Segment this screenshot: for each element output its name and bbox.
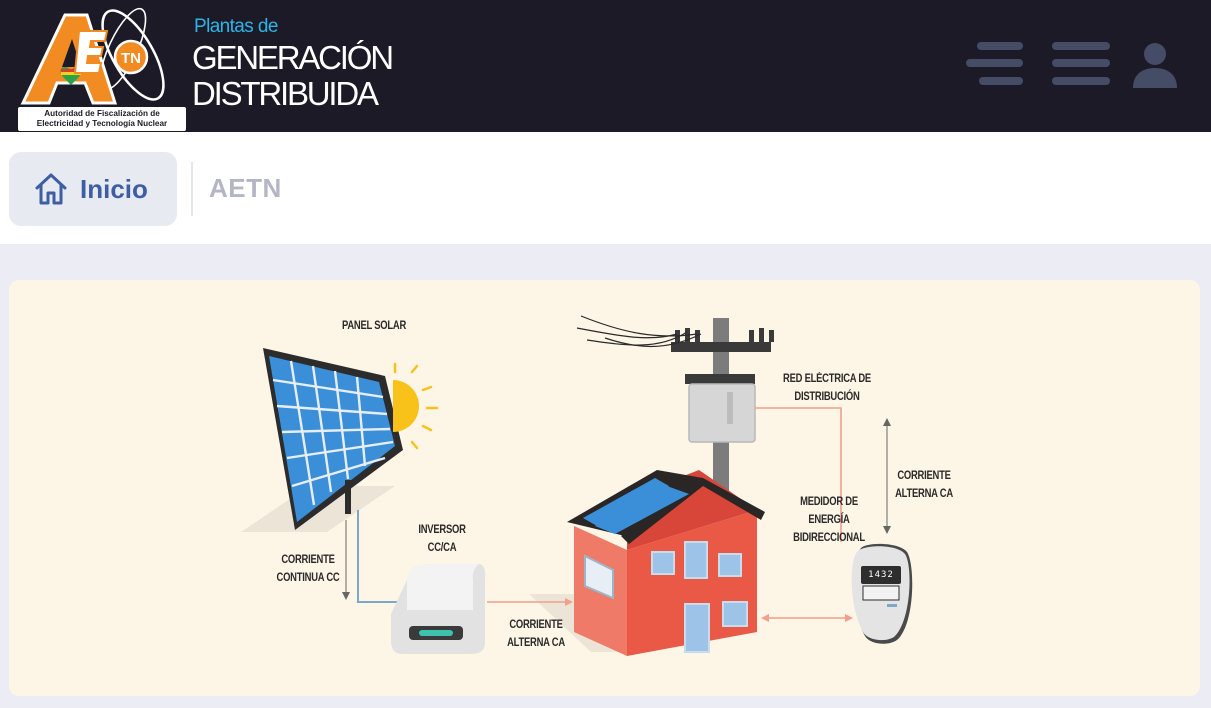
label-dc-current: CORRIENTE CONTINUA CC <box>276 554 340 584</box>
label-ac-current-bottom: CORRIENTE ALTERNA CA <box>507 619 565 649</box>
label-bidirectional-meter: MEDIDOR DE ENERGÍA BIDIRECCIONAL <box>793 496 865 544</box>
label-inverter: INVERSOR CC/CA <box>418 524 466 554</box>
label-solar-panel: PANEL SOLAR <box>341 320 407 332</box>
menu-collapse-button[interactable] <box>963 38 1027 92</box>
distributed-generation-diagram: 1432 PANEL SOLAR RED ELÉCTRICA DE DISTRI… <box>9 280 1200 696</box>
meter-reading: 1432 <box>868 570 894 580</box>
aetn-logo[interactable]: TN Autoridad de Fiscalización de Electri… <box>15 3 190 131</box>
top-header: TN Autoridad de Fiscalización de Electri… <box>0 0 1211 132</box>
main-menu-button[interactable] <box>1050 38 1112 92</box>
diagram-illustration <box>241 315 913 656</box>
logo-tn-text: TN <box>121 50 141 67</box>
breadcrumb-home-button[interactable]: Inicio <box>9 152 177 226</box>
menu-collapse-icon <box>966 42 1023 85</box>
aetn-logo-mark: TN <box>20 7 165 105</box>
home-icon <box>34 172 68 211</box>
brand-title-line1: GENERACIÓN <box>192 39 394 76</box>
user-icon <box>1133 43 1177 88</box>
breadcrumb-separator <box>191 162 193 216</box>
sun-illustration <box>393 362 439 450</box>
utility-pole <box>576 315 774 504</box>
breadcrumb-home-label: Inicio <box>80 174 148 204</box>
dc-current-line <box>357 510 413 603</box>
bidirectional-meter-illustration <box>851 543 913 644</box>
logo-tagline-line2: Electricidad y Tecnología Nuclear <box>36 119 168 128</box>
label-distribution-grid: RED ELÉCTRICA DE DISTRIBUCIÓN <box>783 373 871 403</box>
label-ac-current-right: CORRIENTE ALTERNA CA <box>895 470 953 500</box>
breadcrumb-current: AETN <box>209 173 282 203</box>
user-profile-button[interactable] <box>1128 38 1182 92</box>
logo-tagline-line1: Autoridad de Fiscalización de <box>44 109 160 118</box>
brand-title-line2: DISTRIBUIDA <box>192 75 379 112</box>
breadcrumb: Inicio AETN <box>0 132 1211 244</box>
house-illustration <box>567 470 765 656</box>
logo-tagline: Autoridad de Fiscalización de Electricid… <box>18 107 186 131</box>
grid-connection-line <box>755 407 842 542</box>
solar-panel <box>263 348 403 530</box>
inverter-illustration <box>391 564 486 654</box>
brand-subtitle: Plantas de <box>194 16 278 37</box>
hamburger-menu-icon <box>1052 42 1110 85</box>
